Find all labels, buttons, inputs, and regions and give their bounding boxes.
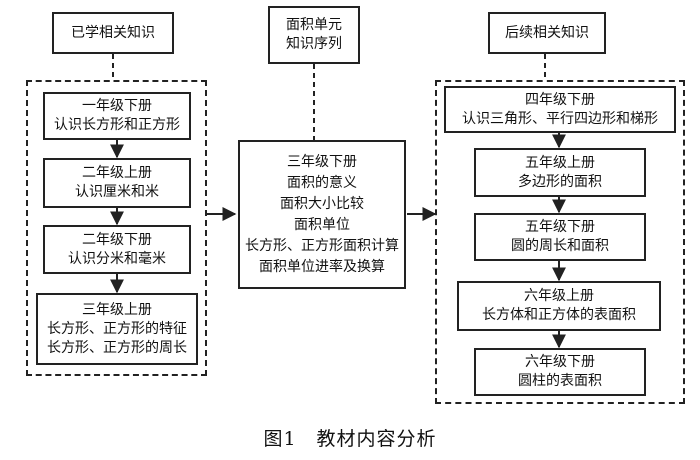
prior-item-2: 二年级上册 认识厘米和米 — [43, 158, 191, 208]
prior-item-4: 三年级上册 长方形、正方形的特征 长方形、正方形的周长 — [36, 293, 198, 365]
following-item-2: 五年级上册 多边形的面积 — [474, 148, 646, 197]
following-item-5: 六年级下册 圆柱的表面积 — [474, 348, 646, 396]
following-item-3: 五年级下册 圆的周长和面积 — [474, 213, 646, 261]
header-unit-line-1: 面积单元 — [286, 17, 342, 33]
prior-item-3: 二年级下册 认识分米和毫米 — [43, 225, 191, 274]
header-unit-sequence: 面积单元 知识序列 — [268, 6, 360, 64]
prior-knowledge-group — [26, 80, 207, 376]
unit-content-box: 三年级下册 面积的意义 面积大小比较 面积单位 长方形、正方形面积计算 面积单位… — [238, 140, 406, 289]
following-item-4: 六年级上册 长方体和正方体的表面积 — [457, 281, 661, 331]
following-knowledge-group — [435, 80, 685, 404]
header-following-knowledge: 后续相关知识 — [488, 12, 606, 54]
header-prior-knowledge: 已学相关知识 — [52, 12, 174, 54]
prior-item-1: 一年级下册 认识长方形和正方形 — [43, 92, 191, 140]
header-unit-line-2: 知识序列 — [286, 36, 342, 52]
figure-caption: 图1 教材内容分析 — [263, 428, 437, 450]
following-item-1: 四年级下册 认识三角形、平行四边形和梯形 — [444, 86, 676, 133]
